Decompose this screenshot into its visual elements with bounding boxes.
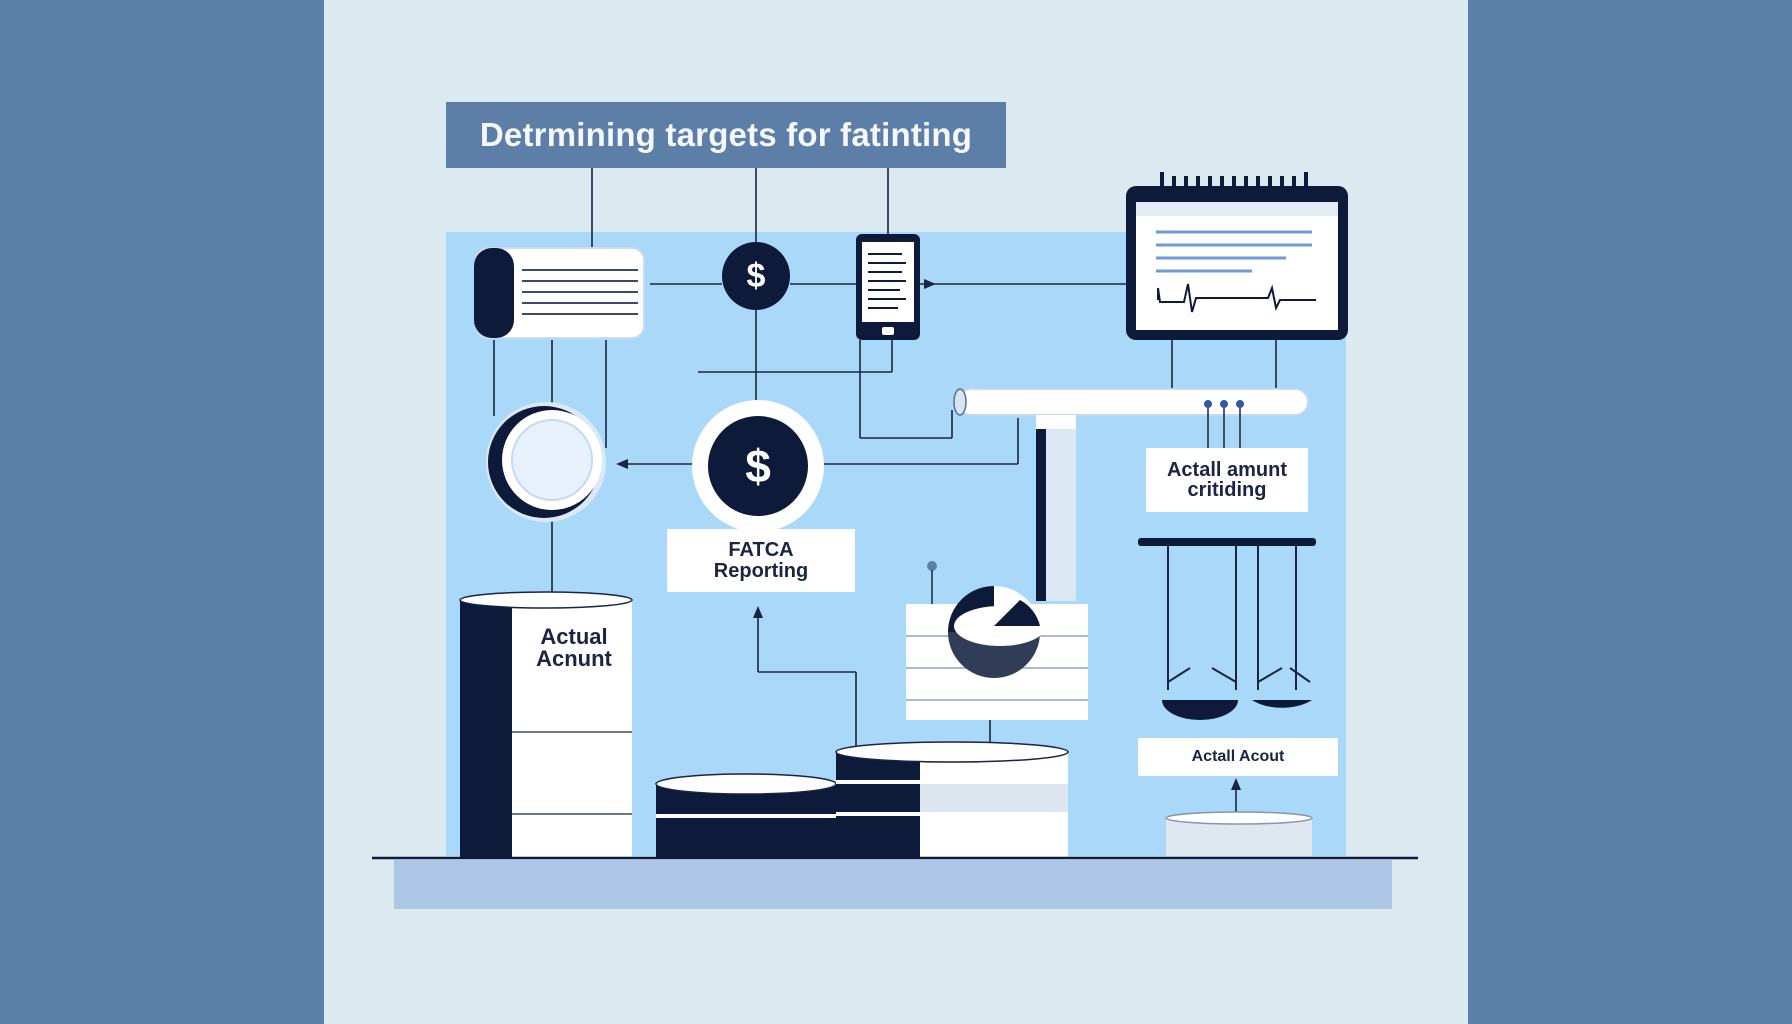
coin-stack-icon <box>655 741 1069 858</box>
criteria-label-line1: Actall amunt <box>1166 458 1288 481</box>
floor-shadow <box>394 859 1392 909</box>
fatca-label-line1: FATCA <box>728 539 794 562</box>
balance-scale-icon <box>1138 538 1316 720</box>
clock-icon <box>486 402 606 522</box>
tablet-document-icon <box>856 234 920 340</box>
actual-amount-label: Actual Acnunt <box>524 620 624 676</box>
diagram-title: Detrmining targets for fatinting <box>446 102 1006 168</box>
cylinder-icon <box>459 591 633 858</box>
scroll-icon <box>474 247 645 339</box>
actual-acount-label: Actall Acout <box>1138 738 1338 776</box>
criteria-label-line2: critiding <box>1187 479 1267 501</box>
dollar-coin-icon <box>722 242 790 310</box>
criteria-label: Actall amunt critiding <box>1146 448 1308 512</box>
dollar-sign-small: $ <box>746 256 766 295</box>
pipe-icon <box>953 388 1309 601</box>
pie-chart-icon <box>906 561 1088 720</box>
dollar-sign-large: $ <box>745 440 771 492</box>
calendar-monitor-icon <box>1126 172 1348 340</box>
actual-label-line2: Acnunt <box>536 646 612 671</box>
small-cylinder-icon <box>1165 811 1313 858</box>
fatca-reporting-label: FATCA Reporting <box>667 529 855 592</box>
large-dollar-coin-icon <box>692 400 824 532</box>
fatca-label-line2: Reporting <box>713 559 809 582</box>
actual-label-line1: Actual <box>540 623 608 649</box>
